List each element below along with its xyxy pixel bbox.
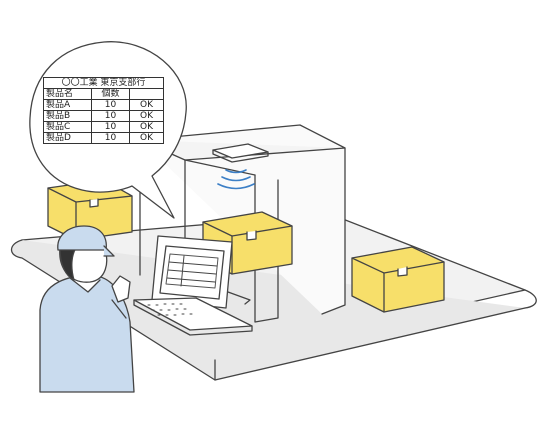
product-count: 10 [91,132,130,144]
table-row: 製品D 10 OK [43,132,164,144]
header-count: 個数 [91,88,130,100]
product-status: OK [129,121,164,133]
table-row: 製品B 10 OK [43,110,164,122]
product-name: 製品D [43,132,92,144]
table-header-row: 製品名 個数 [43,88,164,100]
keyboard-icon [133,297,253,336]
header-status [129,88,164,100]
product-count: 10 [91,99,130,111]
scan-wave-icon [217,169,255,190]
table-title: 〇〇工業 東京支部行 [43,77,164,89]
table-row: 製品A 10 OK [43,99,164,111]
rfid-reader-icon [212,143,269,163]
product-name: 製品A [43,99,92,111]
product-count: 10 [91,110,130,122]
cardboard-box-right [351,246,445,313]
computer-monitor-icon [151,235,233,309]
product-name: 製品B [43,110,92,122]
product-count: 10 [91,121,130,133]
shipment-table: 〇〇工業 東京支部行 製品名 個数 製品A 10 OK 製品B 10 OK 製品… [43,77,164,144]
product-status: OK [129,110,164,122]
table-row: 製品C 10 OK [43,121,164,133]
header-product: 製品名 [43,88,92,100]
product-status: OK [129,99,164,111]
product-status: OK [129,132,164,144]
worker-icon [39,225,135,393]
product-name: 製品C [43,121,92,133]
